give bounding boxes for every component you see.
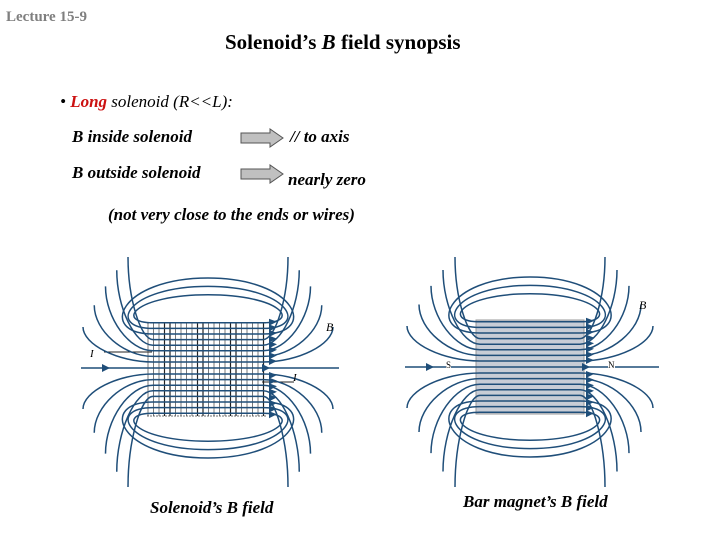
solenoid-caption: Solenoid’s B field: [150, 498, 274, 517]
field-arrow-icon: [586, 399, 594, 406]
field-line: [454, 256, 606, 340]
lecture-number: Lecture 15-9: [6, 9, 87, 25]
field-arrow-icon: [586, 382, 594, 390]
field-arrow-icon: [269, 346, 277, 354]
field-line: [127, 285, 289, 330]
field-arrow-icon: [102, 364, 110, 372]
field-arrow-icon: [269, 388, 277, 396]
right-arrow-icon: [240, 164, 284, 184]
field-line: [406, 372, 654, 409]
field-line: [127, 256, 289, 341]
slide-title: Solenoid’s B field synopsis: [225, 30, 461, 55]
row-inside-label: B inside solenoid: [72, 127, 192, 146]
field-arrow-icon: [269, 411, 277, 419]
field-arrow-icon: [269, 358, 277, 365]
field-arrow-icon: [426, 363, 434, 371]
field-arrow-icon: [586, 357, 594, 364]
field-line: [133, 294, 283, 324]
field-arrow-icon: [269, 405, 277, 413]
field-arrow-icon: [269, 352, 277, 360]
field-line: [406, 325, 654, 362]
note: (not very close to the ends or wires): [108, 205, 355, 224]
field-arrow-icon: [269, 335, 277, 343]
field-line: [133, 412, 283, 442]
field-line: [121, 401, 295, 459]
field-line: [448, 276, 612, 334]
magnet-labels: B S N: [404, 254, 660, 490]
field-line: [127, 406, 289, 451]
solenoid-labels: B I I: [80, 254, 340, 490]
field-line: [448, 400, 612, 458]
field-arrow-icon: [269, 318, 277, 326]
row-outside-label: B outside solenoid: [72, 163, 201, 182]
field-arrow-icon: [586, 340, 594, 348]
field-arrow-icon: [586, 329, 594, 336]
field-arrow-icon: [586, 351, 594, 359]
magnet-caption: Bar magnet’s B field: [463, 492, 608, 511]
field-line: [104, 384, 312, 454]
field-arrow-icon: [269, 400, 277, 407]
label-north-pole: N: [608, 360, 615, 370]
label-current-out: I: [293, 372, 297, 384]
field-arrow-icon: [586, 410, 594, 418]
label-south-pole: S: [446, 360, 452, 370]
field-arrow-icon: [269, 330, 277, 337]
field-arrow-icon: [586, 323, 594, 331]
field-arrow-icon: [586, 393, 594, 401]
field-line: [121, 277, 295, 335]
field-arrow-icon: [269, 377, 277, 385]
field-arrow-icon: [586, 387, 594, 395]
field-line: [430, 383, 630, 454]
field-arrow-icon: [586, 376, 594, 384]
field-arrow-icon: [586, 334, 594, 342]
field-arrow-icon: [269, 324, 277, 332]
field-line: [116, 270, 300, 346]
title-text: Solenoid’s: [225, 30, 322, 54]
row-outside-value: nearly zero: [288, 170, 366, 189]
field-arrow-icon: [586, 345, 594, 353]
field-arrow-icon: [269, 341, 277, 349]
field-line: [82, 373, 334, 410]
bullet-dot: •: [60, 92, 66, 111]
field-arrow-icon: [269, 372, 277, 379]
bullet-text: solenoid (R<<L):: [107, 92, 233, 111]
label-b-vector: B: [326, 320, 334, 334]
field-line: [82, 326, 334, 363]
field-line: [104, 286, 312, 352]
row-inside-value: // to axis: [290, 127, 350, 146]
solenoid-field-diagram: [81, 256, 339, 488]
field-line: [453, 405, 607, 450]
bullet-long-solenoid: • Long solenoid (R<<L):: [60, 92, 233, 112]
field-arrow-icon: [582, 363, 590, 371]
title-symbol: B: [321, 30, 336, 54]
bullet-emphasis: Long: [70, 92, 108, 111]
field-arrow-icon: [269, 383, 277, 391]
field-arrow-icon: [586, 317, 594, 325]
field-line: [442, 270, 618, 345]
field-line: [418, 377, 642, 432]
label-b-vector: B: [639, 298, 647, 312]
field-line: [459, 293, 601, 323]
label-current-in: I: [90, 348, 94, 360]
field-arrow-icon: [586, 371, 594, 378]
field-arrow-icon: [586, 404, 594, 412]
field-arrow-icon: [262, 364, 270, 372]
field-line: [453, 284, 607, 329]
title-text-end: field synopsis: [335, 30, 461, 54]
field-line: [93, 305, 323, 358]
field-line: [93, 378, 323, 433]
right-arrow-icon: [240, 128, 284, 148]
field-line: [459, 411, 601, 441]
field-arrow-icon: [269, 394, 277, 402]
field-line: [418, 304, 642, 357]
field-line: [430, 285, 630, 351]
bar-magnet-field-diagram: [405, 256, 659, 488]
